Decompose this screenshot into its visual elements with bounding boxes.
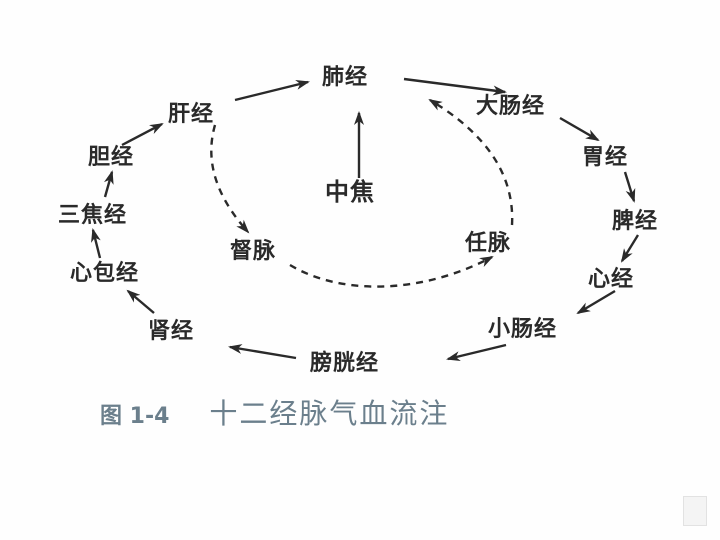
arrow-stomach-spleen <box>623 171 636 203</box>
node-spleen: 脾经 <box>612 208 659 234</box>
figure-caption: 图 1-4 十二经脉气血流注 <box>100 392 449 432</box>
figure-number: 图 1-4 <box>100 404 170 429</box>
arrow-large-intestine-stomach <box>559 116 600 142</box>
watermark-icon <box>683 496 707 526</box>
node-triple-burner: 三焦经 <box>58 202 128 228</box>
arrow-gallbladder-liver <box>121 122 164 147</box>
node-pericardium: 心包经 <box>70 260 140 286</box>
node-large-intestine: 大肠经 <box>476 93 546 119</box>
node-liver: 肝经 <box>168 101 215 127</box>
dashed-governor-conception <box>289 255 494 288</box>
node-kidney: 肾经 <box>148 318 195 344</box>
arrow-heart-small-intestine <box>576 289 616 315</box>
arrow-liver-lung <box>234 80 310 102</box>
node-middle-burner: 中焦 <box>325 177 375 206</box>
arrow-spleen-heart <box>620 234 640 263</box>
arrow-triple-burner-gallbladder <box>103 170 114 198</box>
dashed-conception-lung <box>428 98 514 226</box>
dashed-liver-governor <box>210 124 250 234</box>
arrow-lung-large-intestine <box>403 77 507 96</box>
node-gallbladder: 胆经 <box>88 144 135 170</box>
arrow-bladder-kidney <box>228 344 297 360</box>
arrow-pericardium-triple-burner <box>91 228 102 259</box>
node-governor-vessel: 督脉 <box>230 238 277 264</box>
node-stomach: 胃经 <box>582 144 629 170</box>
node-small-intestine: 小肠经 <box>488 316 558 342</box>
figure-title: 十二经脉气血流注 <box>209 397 450 430</box>
node-conception-vessel: 任脉 <box>465 230 512 256</box>
arrow-small-intestine-bladder <box>446 343 507 362</box>
node-bladder: 膀胱经 <box>310 350 380 376</box>
node-lung: 肺经 <box>322 64 369 90</box>
arrow-kidney-pericardium <box>126 289 155 314</box>
node-heart: 心经 <box>588 266 635 292</box>
